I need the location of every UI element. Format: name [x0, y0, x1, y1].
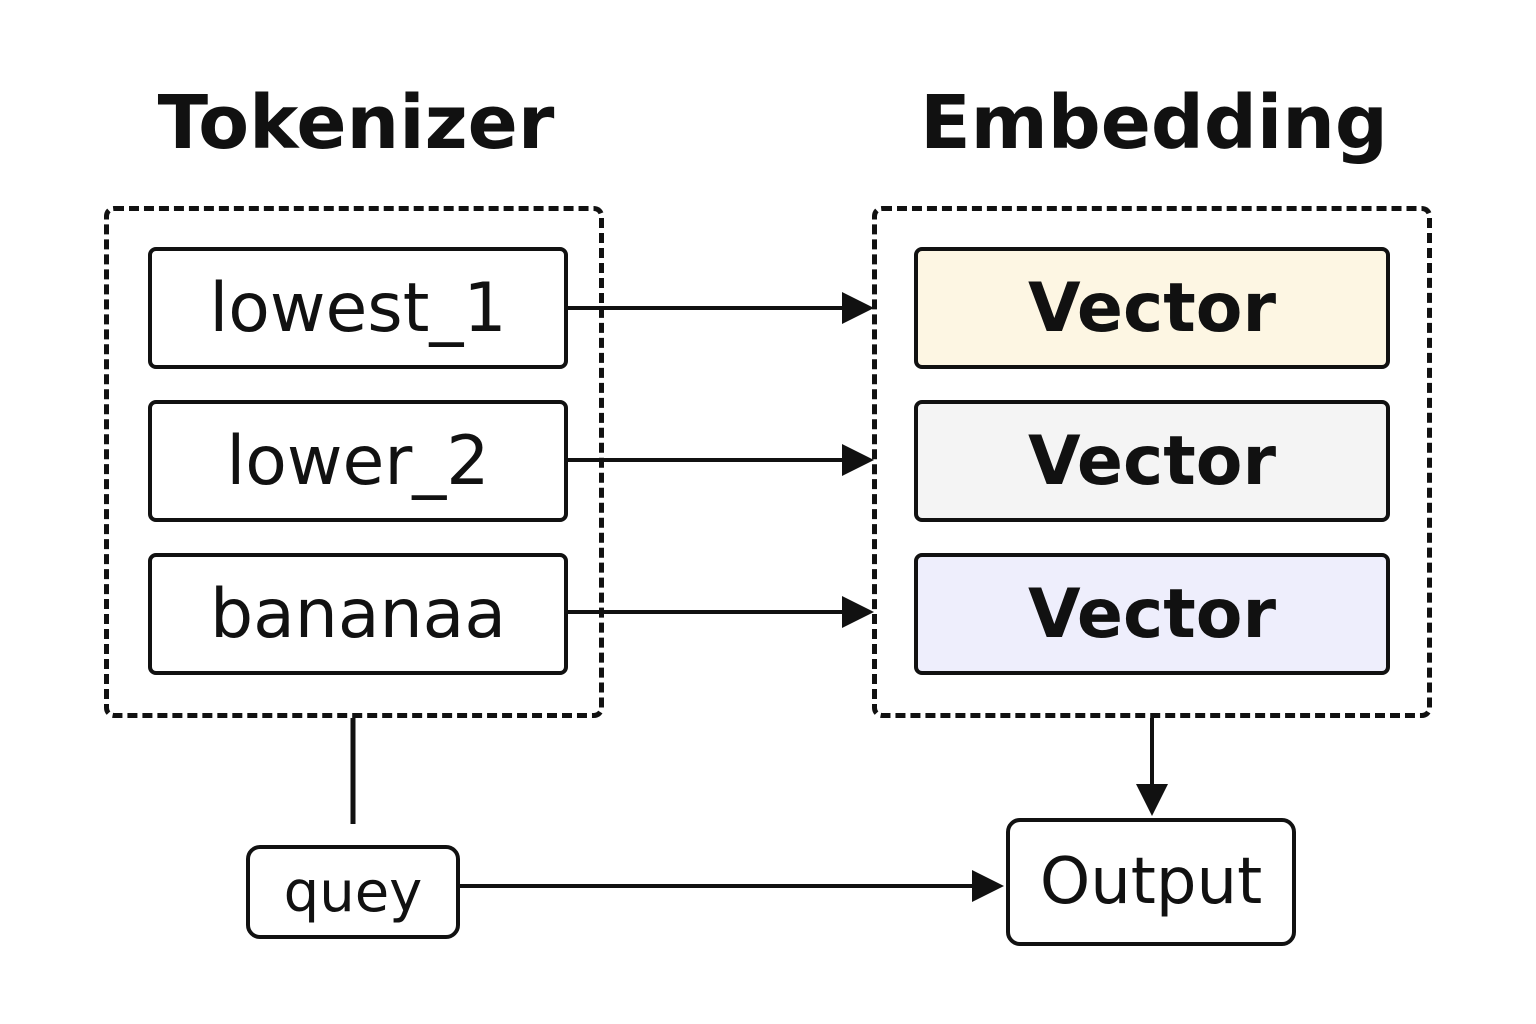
token-box: lowest_1: [148, 247, 568, 369]
vector-box: Vector: [914, 553, 1390, 675]
vector-box: Vector: [914, 247, 1390, 369]
vector-box: Vector: [914, 400, 1390, 522]
output-box: Output: [1006, 818, 1296, 946]
token-box: lower_2: [148, 400, 568, 522]
tokenizer-title: Tokenizer: [157, 80, 555, 166]
embedding-group: [872, 206, 1432, 718]
token-box: bananaa: [148, 553, 568, 675]
tokenizer-group: [104, 206, 604, 718]
embedding-title: Embedding: [920, 80, 1388, 166]
query-box: quey: [246, 845, 460, 939]
